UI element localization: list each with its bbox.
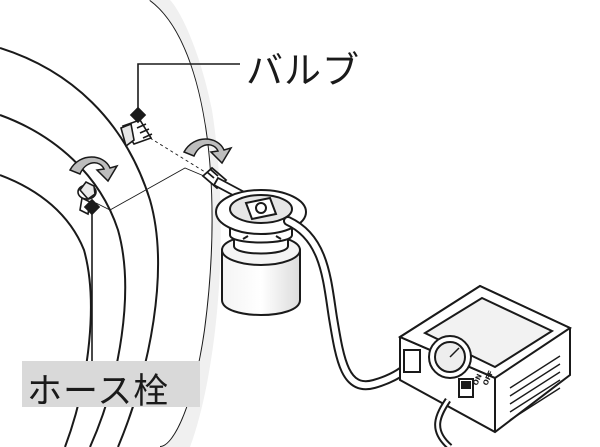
air-compressor [397, 284, 573, 447]
hose-plug-label: ホース栓 [27, 372, 170, 412]
valve-label: バルブ [246, 49, 360, 92]
supply-hose [283, 216, 421, 391]
callout-leaders [83, 63, 240, 364]
hose-plug-label-background [22, 361, 200, 407]
rotate-arrow-plug [68, 156, 119, 183]
sealant-bottle [215, 189, 307, 316]
valve-stem [120, 119, 153, 148]
tire-outer-edge [149, 0, 214, 447]
rotate-arrow-valve [182, 138, 233, 165]
guide-lines [95, 137, 206, 211]
